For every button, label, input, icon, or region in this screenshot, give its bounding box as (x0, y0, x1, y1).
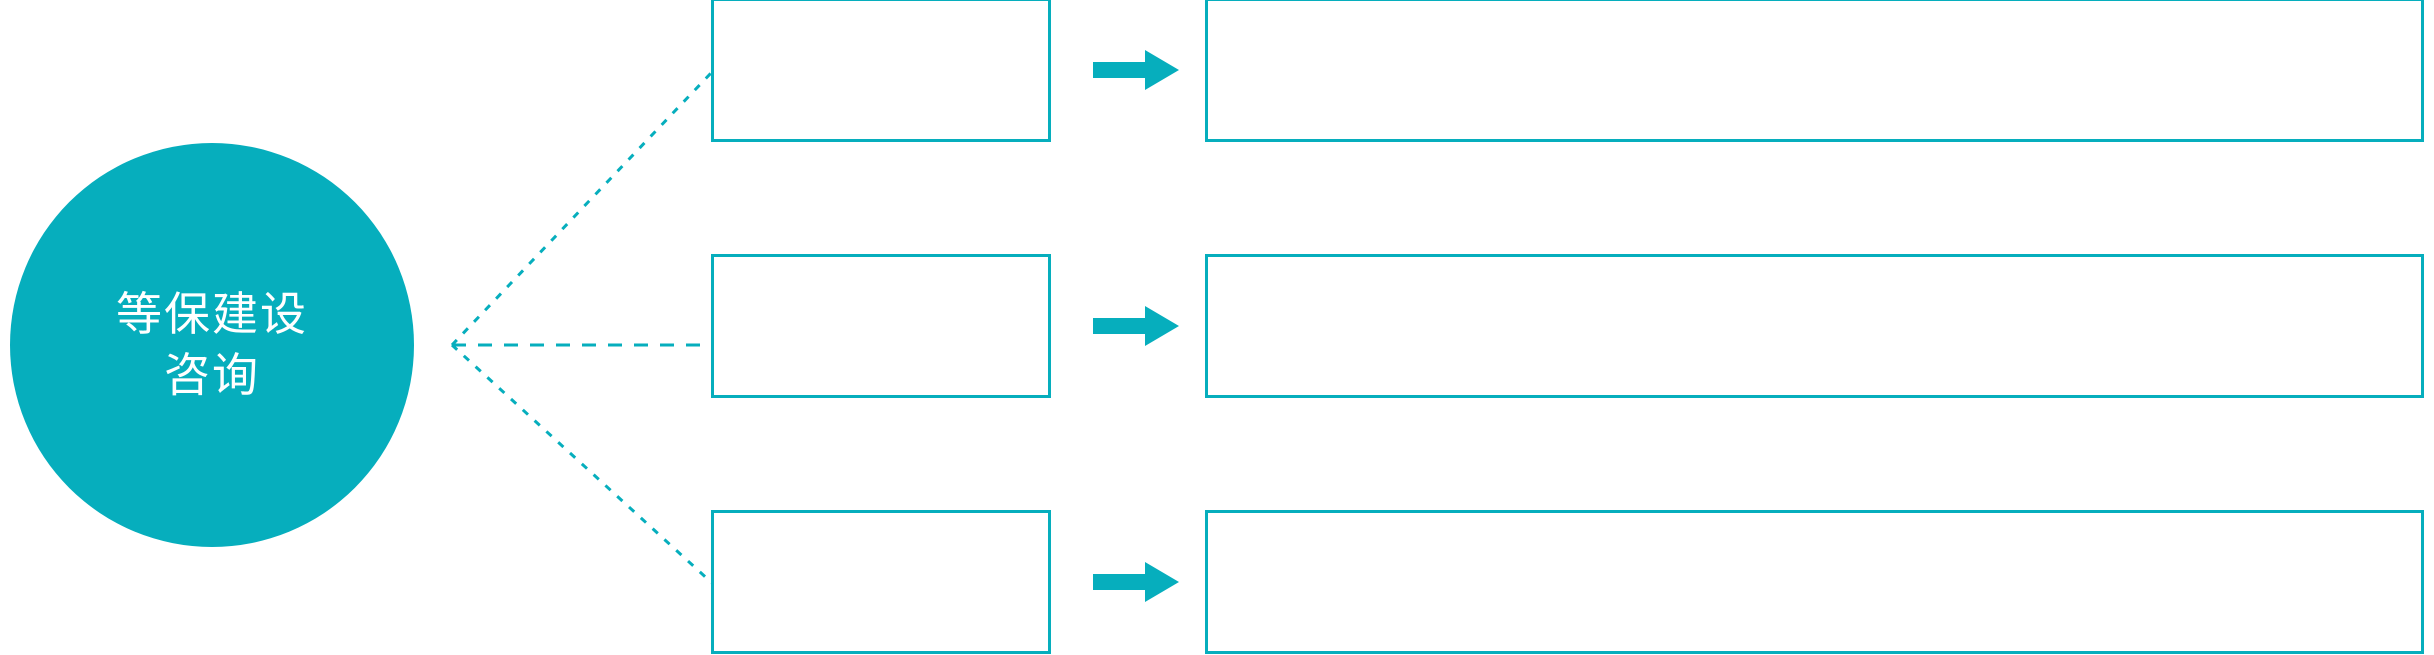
hub-node[interactable]: 等保建设 咨询 (10, 143, 414, 547)
branch-detail-box-2[interactable] (1205, 254, 2424, 398)
branch-row-bottom (0, 510, 2434, 655)
branch-row-top (0, 0, 2434, 144)
branch-label-box-3[interactable] (711, 510, 1051, 654)
hub-label-line-2: 咨询 (164, 349, 260, 401)
hub-label-line-1: 等保建设 (116, 288, 308, 341)
branch-detail-box-3[interactable] (1205, 510, 2424, 654)
right-arrow-icon (1093, 304, 1179, 348)
branch-label-box-1[interactable] (711, 0, 1051, 142)
branch-label-box-2[interactable] (711, 254, 1051, 398)
branch-detail-box-1[interactable] (1205, 0, 2424, 142)
right-arrow-icon (1093, 48, 1179, 92)
right-arrow-icon (1093, 560, 1179, 604)
branch-row-middle (0, 254, 2434, 400)
